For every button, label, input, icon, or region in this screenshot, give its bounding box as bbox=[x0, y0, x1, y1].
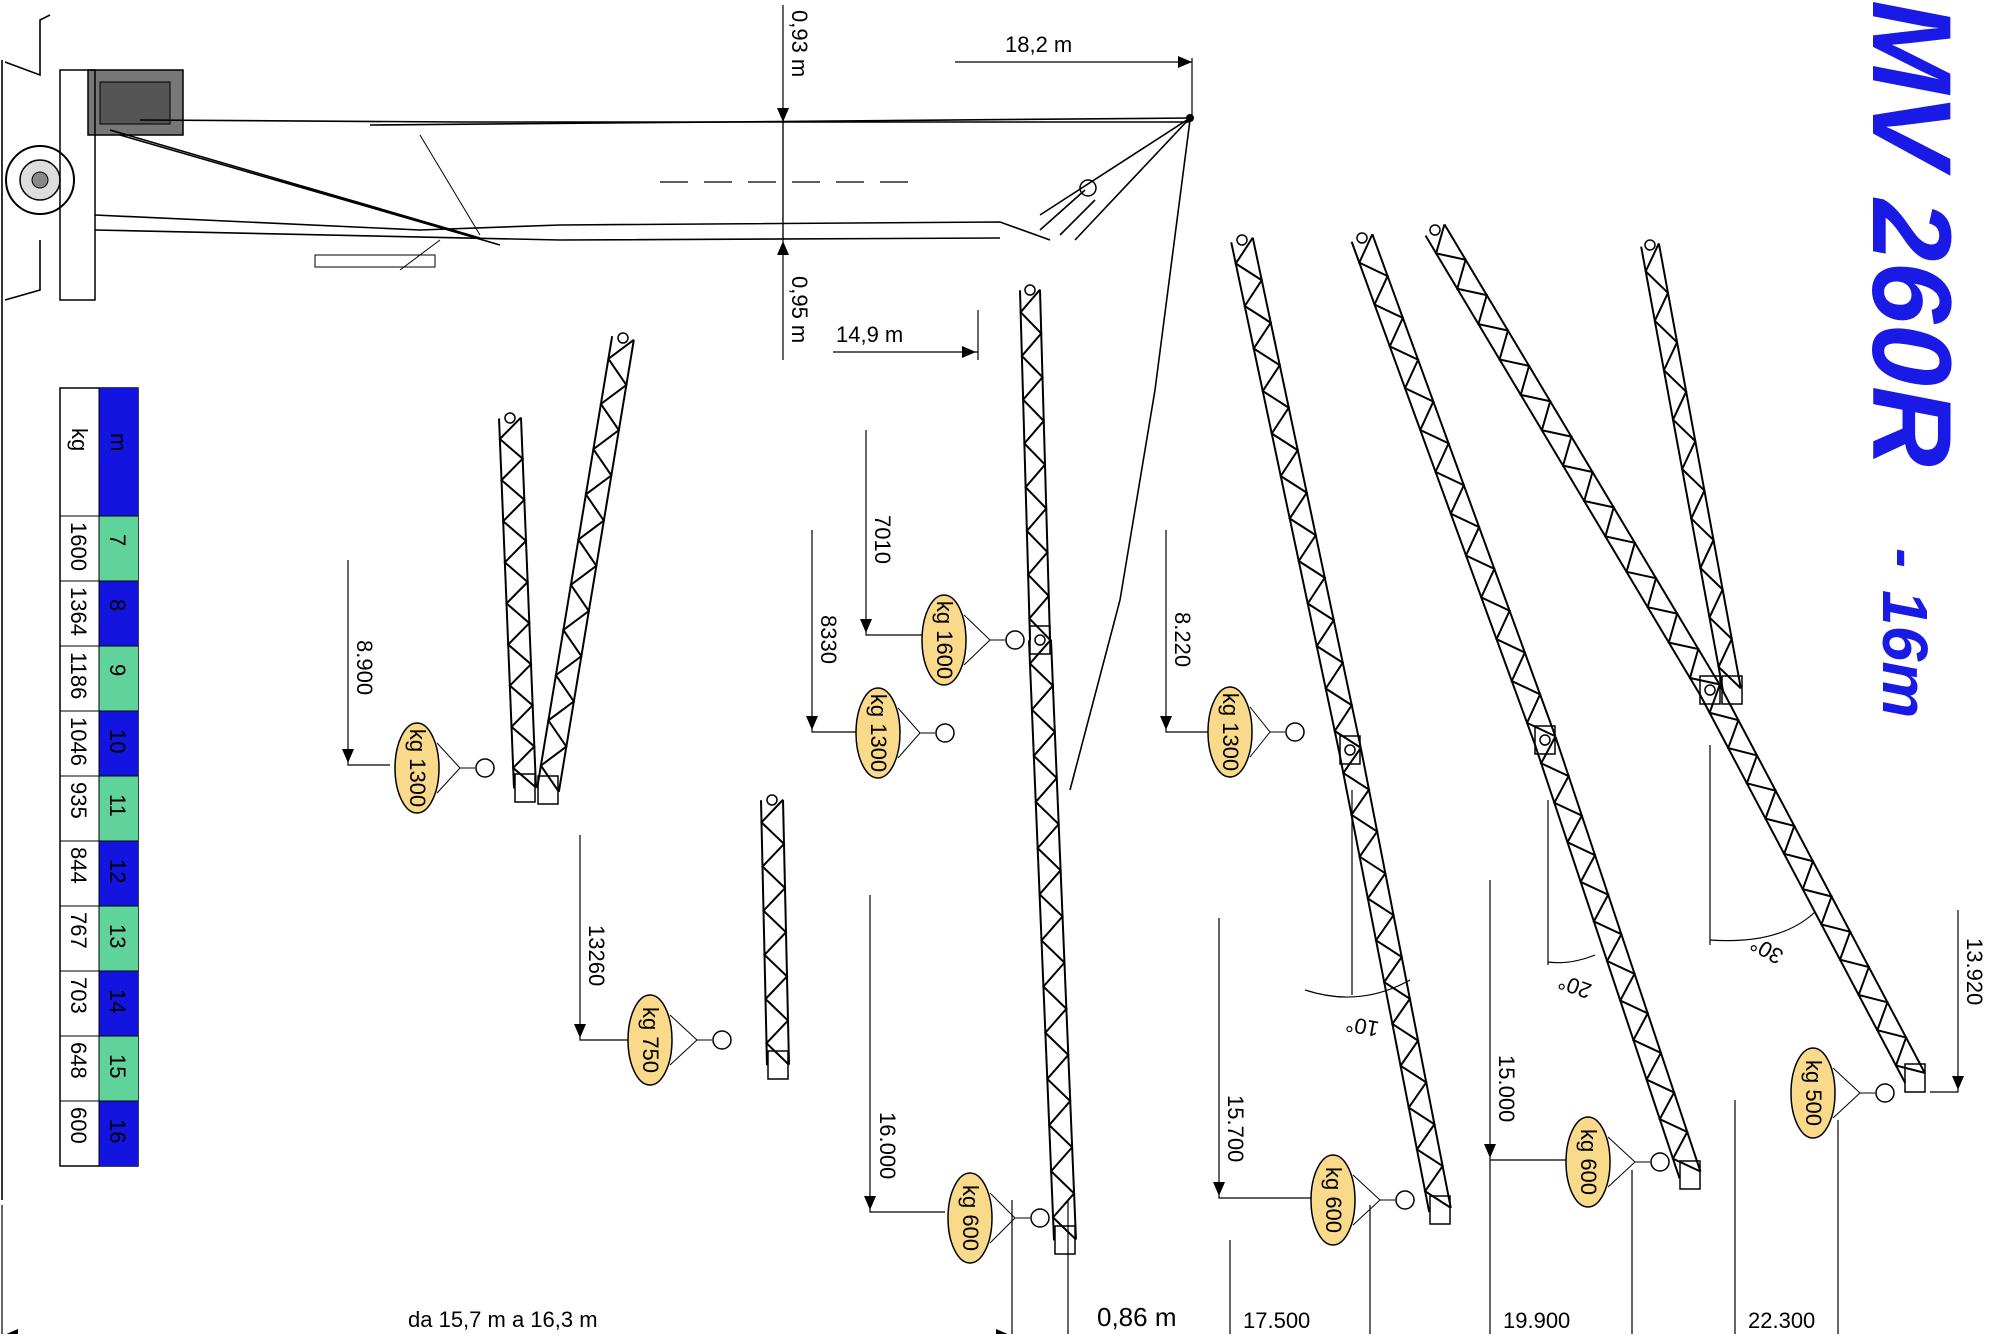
table-header-kg: kg bbox=[67, 428, 92, 451]
jib-30deg-upper bbox=[1424, 223, 1721, 705]
load-bubble: kg 1300 bbox=[1207, 686, 1305, 778]
table-row-color bbox=[99, 841, 138, 906]
height-h1: 8.900 bbox=[352, 640, 377, 695]
table-cell-m: 8 bbox=[105, 599, 130, 611]
load-value: kg 600 bbox=[958, 1185, 983, 1251]
load-bubble: kg 1300 bbox=[394, 722, 495, 814]
jib-trusses bbox=[498, 223, 1926, 1255]
jib-length-label: 18,2 m bbox=[1005, 32, 1072, 57]
table-row-color bbox=[99, 581, 138, 646]
table-cell-kg: 600 bbox=[66, 1107, 91, 1144]
table-cell-m: 15 bbox=[105, 1054, 130, 1078]
jib-inclined-1 bbox=[536, 332, 635, 805]
bottom-dimensions: da 15,7 m a 16,3 m 0,86 m 17.500 19.900 … bbox=[1, 1100, 1839, 1339]
table-row-color bbox=[99, 1101, 138, 1166]
bottom-range-label: da 15,7 m a 16,3 m bbox=[408, 1307, 598, 1332]
height-h4: 8330 bbox=[816, 615, 841, 664]
table-cell-kg: 935 bbox=[66, 782, 91, 819]
height-h2: 13260 bbox=[584, 925, 609, 986]
jib-10deg-lower bbox=[1338, 744, 1452, 1225]
load-bubble: kg 600 bbox=[1565, 1116, 1670, 1208]
height-h5: 16.000 bbox=[875, 1112, 900, 1179]
table-cell-m: 14 bbox=[105, 989, 130, 1013]
height-lower-label: 0,95 m bbox=[787, 276, 812, 343]
top-dimensions: 0,93 m 0,95 m 18,2 m 14,9 m bbox=[777, 5, 1193, 360]
table-cell-m: 12 bbox=[105, 859, 130, 883]
table-cell-kg: 1186 bbox=[66, 652, 91, 699]
height-h6: 8.220 bbox=[1170, 612, 1195, 667]
jib-main-upper bbox=[1019, 284, 1051, 655]
table-row-color bbox=[99, 906, 138, 971]
load-value: kg 500 bbox=[1801, 1060, 1826, 1126]
title-separator: - bbox=[1872, 548, 1939, 568]
radius-horizontal-label: 14,9 m bbox=[836, 322, 903, 347]
load-bubble: kg 600 bbox=[1310, 1154, 1415, 1246]
table-cell-m: 16 bbox=[105, 1119, 130, 1143]
bottom-r1-label: 17.500 bbox=[1243, 1308, 1310, 1333]
jib-20deg-lower bbox=[1533, 734, 1702, 1190]
angle-20: 20° bbox=[1555, 969, 1595, 1004]
jib-main-lower bbox=[1028, 634, 1077, 1255]
load-bubble: kg 750 bbox=[627, 994, 732, 1086]
table-header-m: m bbox=[106, 433, 131, 451]
table-header-m-cell bbox=[99, 388, 138, 516]
load-bubbles: kg 1300 kg 750 kg 1600 kg 1300 kg 600 kg 1300… bbox=[394, 594, 1895, 1264]
jib-30deg-fly bbox=[1640, 239, 1743, 705]
load-bubble: kg 500 bbox=[1790, 1047, 1895, 1139]
angle-markers: 10° 20° 30° bbox=[1304, 745, 1816, 1042]
table-cell-kg: 1046 bbox=[66, 717, 91, 766]
bottom-offset-label: 0,86 m bbox=[1097, 1302, 1177, 1332]
table-cell-m: 11 bbox=[105, 794, 130, 817]
height-h9: 13.920 bbox=[1962, 938, 1987, 1005]
load-value: kg 600 bbox=[1576, 1129, 1601, 1195]
title-main: MV 260R bbox=[1849, 0, 1974, 467]
jib-30deg-lower bbox=[1699, 684, 1926, 1093]
table-cell-kg: 844 bbox=[66, 847, 91, 884]
table-row-color bbox=[99, 776, 138, 841]
table-cell-kg: 767 bbox=[66, 912, 91, 949]
jib-10deg-upper bbox=[1230, 234, 1362, 765]
jib-20deg-upper bbox=[1350, 232, 1557, 755]
load-value: kg 1300 bbox=[866, 694, 891, 772]
title-sub: 16m bbox=[1869, 590, 1941, 718]
table-row-color bbox=[99, 516, 138, 581]
title-block: MV 260R - 16m bbox=[1849, 0, 1974, 718]
height-upper-label: 0,93 m bbox=[787, 10, 812, 77]
table-cell-kg: 1600 bbox=[66, 522, 91, 571]
angle-30: 30° bbox=[1746, 931, 1787, 969]
bottom-r2-label: 19.900 bbox=[1503, 1308, 1570, 1333]
table-cell-kg: 703 bbox=[66, 977, 91, 1014]
bottom-r3-label: 22.300 bbox=[1748, 1308, 1815, 1333]
table-row-color bbox=[99, 711, 138, 776]
load-value: kg 600 bbox=[1321, 1167, 1346, 1233]
load-bubble: kg 1300 bbox=[855, 687, 955, 779]
load-value: kg 1300 bbox=[1218, 693, 1243, 771]
table-cell-m: 9 bbox=[105, 664, 130, 676]
load-table: mkg 7 1600 8 1364 9 1186 10 1046 11 935 12 844 13 767 1… bbox=[59, 387, 139, 1167]
height-dimensions: 8.900 13260 7010 8330 16.000 8.220 15.70… bbox=[342, 430, 1987, 1213]
height-h3: 7010 bbox=[870, 515, 895, 564]
table-cell-kg: 1364 bbox=[66, 587, 91, 636]
load-value: kg 1600 bbox=[932, 601, 957, 679]
table-row-color bbox=[99, 971, 138, 1036]
height-h7: 15.700 bbox=[1223, 1095, 1248, 1162]
jib-vertical-1 bbox=[498, 412, 537, 803]
jib-short bbox=[760, 794, 790, 1080]
angle-10: 10° bbox=[1344, 1011, 1381, 1041]
load-value: kg 1300 bbox=[405, 729, 430, 807]
table-cell-m: 10 bbox=[105, 729, 130, 753]
table-cell-m: 7 bbox=[105, 534, 130, 546]
table-cell-m: 13 bbox=[105, 924, 130, 948]
load-bubble: kg 600 bbox=[947, 1172, 1050, 1264]
load-bubble: kg 1600 bbox=[921, 594, 1025, 686]
table-row-color bbox=[99, 1036, 138, 1101]
crane-vehicle bbox=[1, 14, 1194, 1200]
load-value: kg 750 bbox=[638, 1007, 663, 1073]
height-h8: 15.000 bbox=[1494, 1055, 1519, 1122]
table-cell-kg: 648 bbox=[66, 1042, 91, 1079]
table-row-color bbox=[99, 646, 138, 711]
